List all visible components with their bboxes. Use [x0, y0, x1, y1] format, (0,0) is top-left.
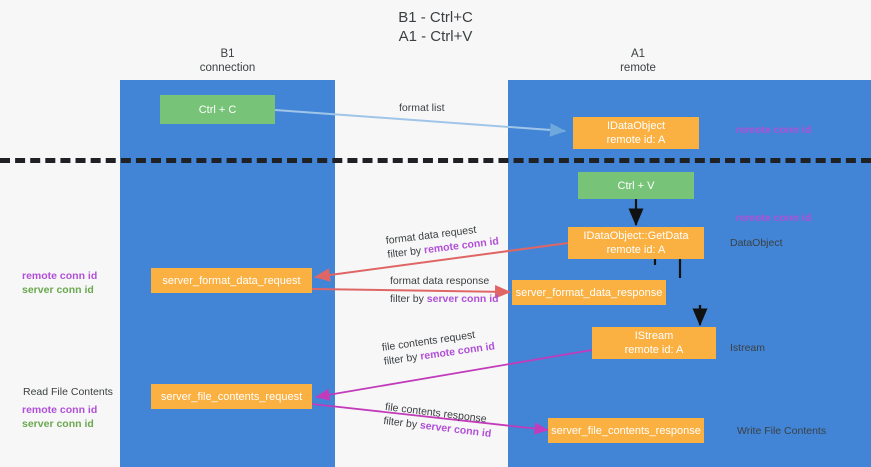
annotation-left-server-conn-id-bottom: server conn id [22, 418, 94, 430]
edge-label-format-list: format list [399, 102, 445, 114]
trust-boundary-separator [0, 158, 871, 163]
annotation-remote-conn-id-mid: remote conn id [736, 212, 812, 224]
annotation-dataobject: DataObject [730, 237, 783, 249]
annotation-left-remote-conn-id-mid: remote conn id [22, 270, 98, 282]
box-idataobject[interactable]: IDataObject remote id: A [573, 117, 699, 149]
edge-label-file-contents-request: file contents request filter by remote c… [381, 325, 496, 368]
annotation-write-file-contents: Write File Contents [737, 425, 827, 437]
filter-prefix: filter by [390, 293, 427, 305]
annotation-read-file-contents: Read File Contents [23, 386, 113, 398]
box-server-format-data-response[interactable]: server_format_data_response [512, 280, 666, 305]
box-istream[interactable]: IStream remote id: A [592, 327, 716, 359]
annotation-remote-conn-id-top: remote conn id [736, 124, 812, 136]
edge-label-format-data-response-text: format data response [390, 275, 490, 287]
box-idataobject-getdata[interactable]: IDataObject::GetData remote id: A [568, 227, 704, 259]
edge-label-format-data-request: format data request filter by remote con… [385, 220, 500, 261]
filter-prefix: filter by [382, 414, 421, 432]
filter-key-server-conn-id: server conn id [426, 293, 499, 305]
annotation-istream: Istream [730, 342, 766, 354]
lane-header-b1: B1 connection [199, 48, 256, 74]
annotation-left-server-conn-id-mid: server conn id [22, 284, 94, 296]
box-server-file-contents-response[interactable]: server_file_contents_response [548, 418, 704, 443]
edge-label-format-data-response-filter: filter by server conn id [390, 292, 499, 306]
edge-label-format-data-response: format data response filter by server co… [390, 274, 499, 306]
box-server-file-contents-request[interactable]: server_file_contents_request [151, 384, 312, 409]
filter-prefix: filter by [383, 350, 422, 368]
box-ctrl-c[interactable]: Ctrl + C [160, 95, 275, 124]
box-ctrl-v[interactable]: Ctrl + V [578, 172, 694, 199]
diagram-title: B1 - Ctrl+C A1 - Ctrl+V [398, 9, 473, 45]
edge-label-file-contents-response: file contents response filter by server … [383, 400, 494, 441]
filter-prefix: filter by [386, 244, 425, 261]
box-server-format-data-request[interactable]: server_format_data_request [151, 268, 312, 293]
annotation-left-remote-conn-id-bottom: remote conn id [22, 404, 98, 416]
lane-header-a1: A1 remote [620, 48, 656, 74]
